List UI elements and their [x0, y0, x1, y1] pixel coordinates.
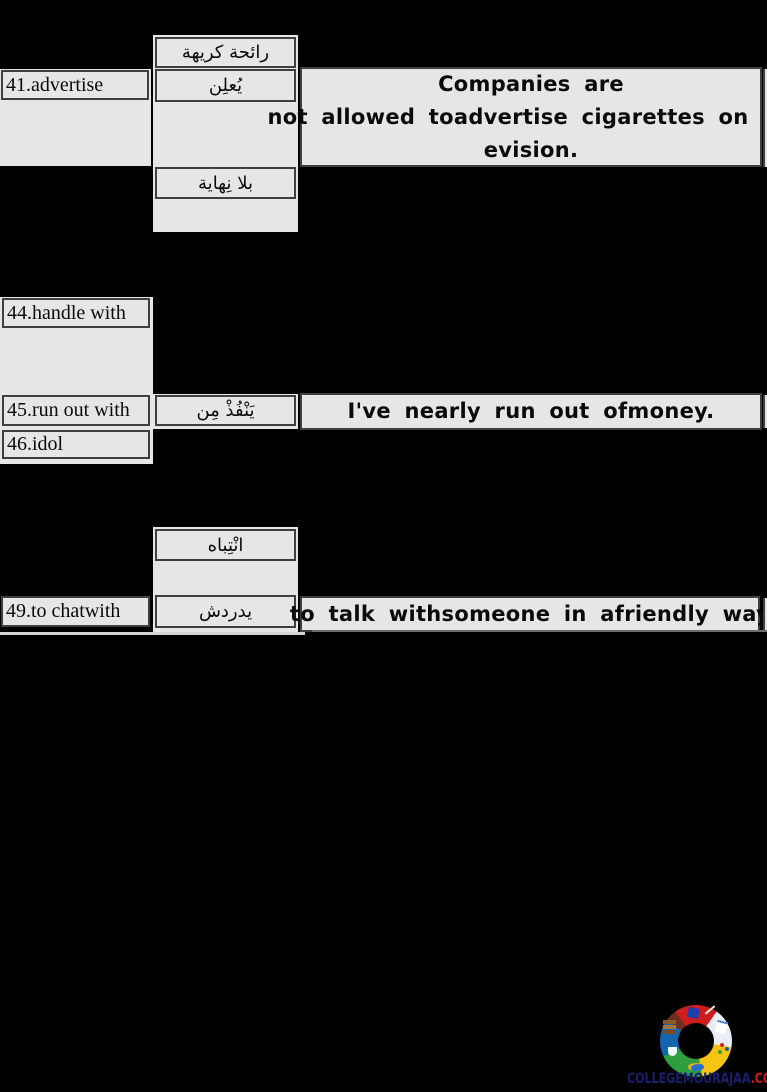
arabic-text: انْتِباه — [207, 534, 244, 556]
row41-translation-cell: يُعلِن — [155, 69, 296, 102]
row45-right-edge-cell — [763, 395, 767, 428]
row49-term-cell: 49.to chatwith — [1, 596, 150, 627]
books-icon — [663, 1020, 676, 1024]
logo-site-tld: .COM — [750, 1071, 767, 1088]
sentence-line: I've nearly run out ofmoney. — [347, 399, 715, 423]
term-text: 45.run out with — [7, 399, 130, 421]
row41-example-sentence-cell: Companies are not allowed toadvertise ci… — [268, 67, 767, 167]
row41-right-edge-cell — [763, 69, 767, 167]
row41-term-cell: 41.advertise — [1, 70, 149, 100]
row45-translation-cell: يَنْفُذْ مِن — [155, 395, 296, 426]
row49-right-edge-cell — [763, 598, 767, 631]
arabic-text: يدردش — [198, 601, 253, 622]
collegemourajaa-logo-icon — [660, 1005, 732, 1077]
sentence-line: to talk withsomeone in afriendly way — [289, 601, 767, 626]
term-text: 46.idol — [7, 433, 64, 455]
row45-example-sentence-cell: I've nearly run out ofmoney. — [300, 393, 762, 430]
logo-site-name: COLLEGEMOURAJAA — [627, 1071, 751, 1088]
arabic-text: يُعلِن — [208, 75, 243, 96]
row49-example-sentence-cell: to talk withsomeone in afriendly way — [290, 596, 767, 632]
row46-term-cell: 46.idol — [2, 430, 150, 459]
sentence-line: evision. — [483, 137, 579, 162]
sentence-line: not allowed toadvertise cigarettes on te… — [267, 104, 767, 129]
row44-term-cell: 44.handle with — [2, 298, 150, 328]
arabic-text: رائحة كريهة — [181, 42, 270, 63]
pencil-icon — [704, 1005, 716, 1015]
row49-sentence-bottom-rule — [312, 630, 767, 632]
row49-bottom-rule — [0, 632, 305, 635]
logo-wordmark: COLLEGEMOURAJAA.COM — [627, 1071, 767, 1088]
sentence-line: Companies are — [438, 71, 624, 96]
molecule-icon — [720, 1043, 724, 1047]
row49-related-word-top-cell: انْتِباه — [155, 529, 296, 561]
paper-sheet-icon — [714, 1019, 729, 1035]
graduation-cap-icon — [687, 1006, 700, 1020]
logo-center-hole — [678, 1023, 714, 1059]
term-text: 49.to chatwith — [6, 600, 121, 622]
row41-related-word-bottom-cell: بلا نِهاية — [155, 167, 296, 199]
arabic-text: بلا نِهاية — [198, 172, 253, 194]
arabic-text: يَنْفُذْ مِن — [196, 400, 255, 421]
row49-translation-cell: يدردش — [155, 595, 296, 628]
flask-icon — [668, 1047, 677, 1056]
term-text: 41.advertise — [6, 73, 104, 96]
world-map-icon — [688, 1063, 704, 1071]
term-text: 44.handle with — [7, 301, 126, 324]
row41-related-word-top-cell: رائحة كريهة — [155, 37, 296, 68]
row45-term-cell: 45.run out with — [2, 395, 150, 426]
